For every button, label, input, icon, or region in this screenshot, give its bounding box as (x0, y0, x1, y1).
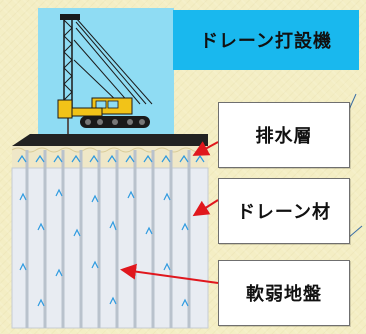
drain-material-lines (25, 150, 191, 328)
drain-material-label: ドレーン材 (218, 178, 350, 244)
ground-mat (12, 134, 208, 146)
drain-rig-icon (57, 14, 153, 135)
drain-layer (12, 146, 208, 168)
water-flow-arrow-icon (17, 154, 205, 307)
soft-ground-label: 軟弱地盤 (218, 260, 350, 326)
pointer-arrow-icon (120, 141, 219, 284)
title-box: ドレーン打設機 (173, 10, 359, 70)
callout-lines (347, 93, 363, 239)
drain-layer-label: 排水層 (218, 102, 350, 168)
